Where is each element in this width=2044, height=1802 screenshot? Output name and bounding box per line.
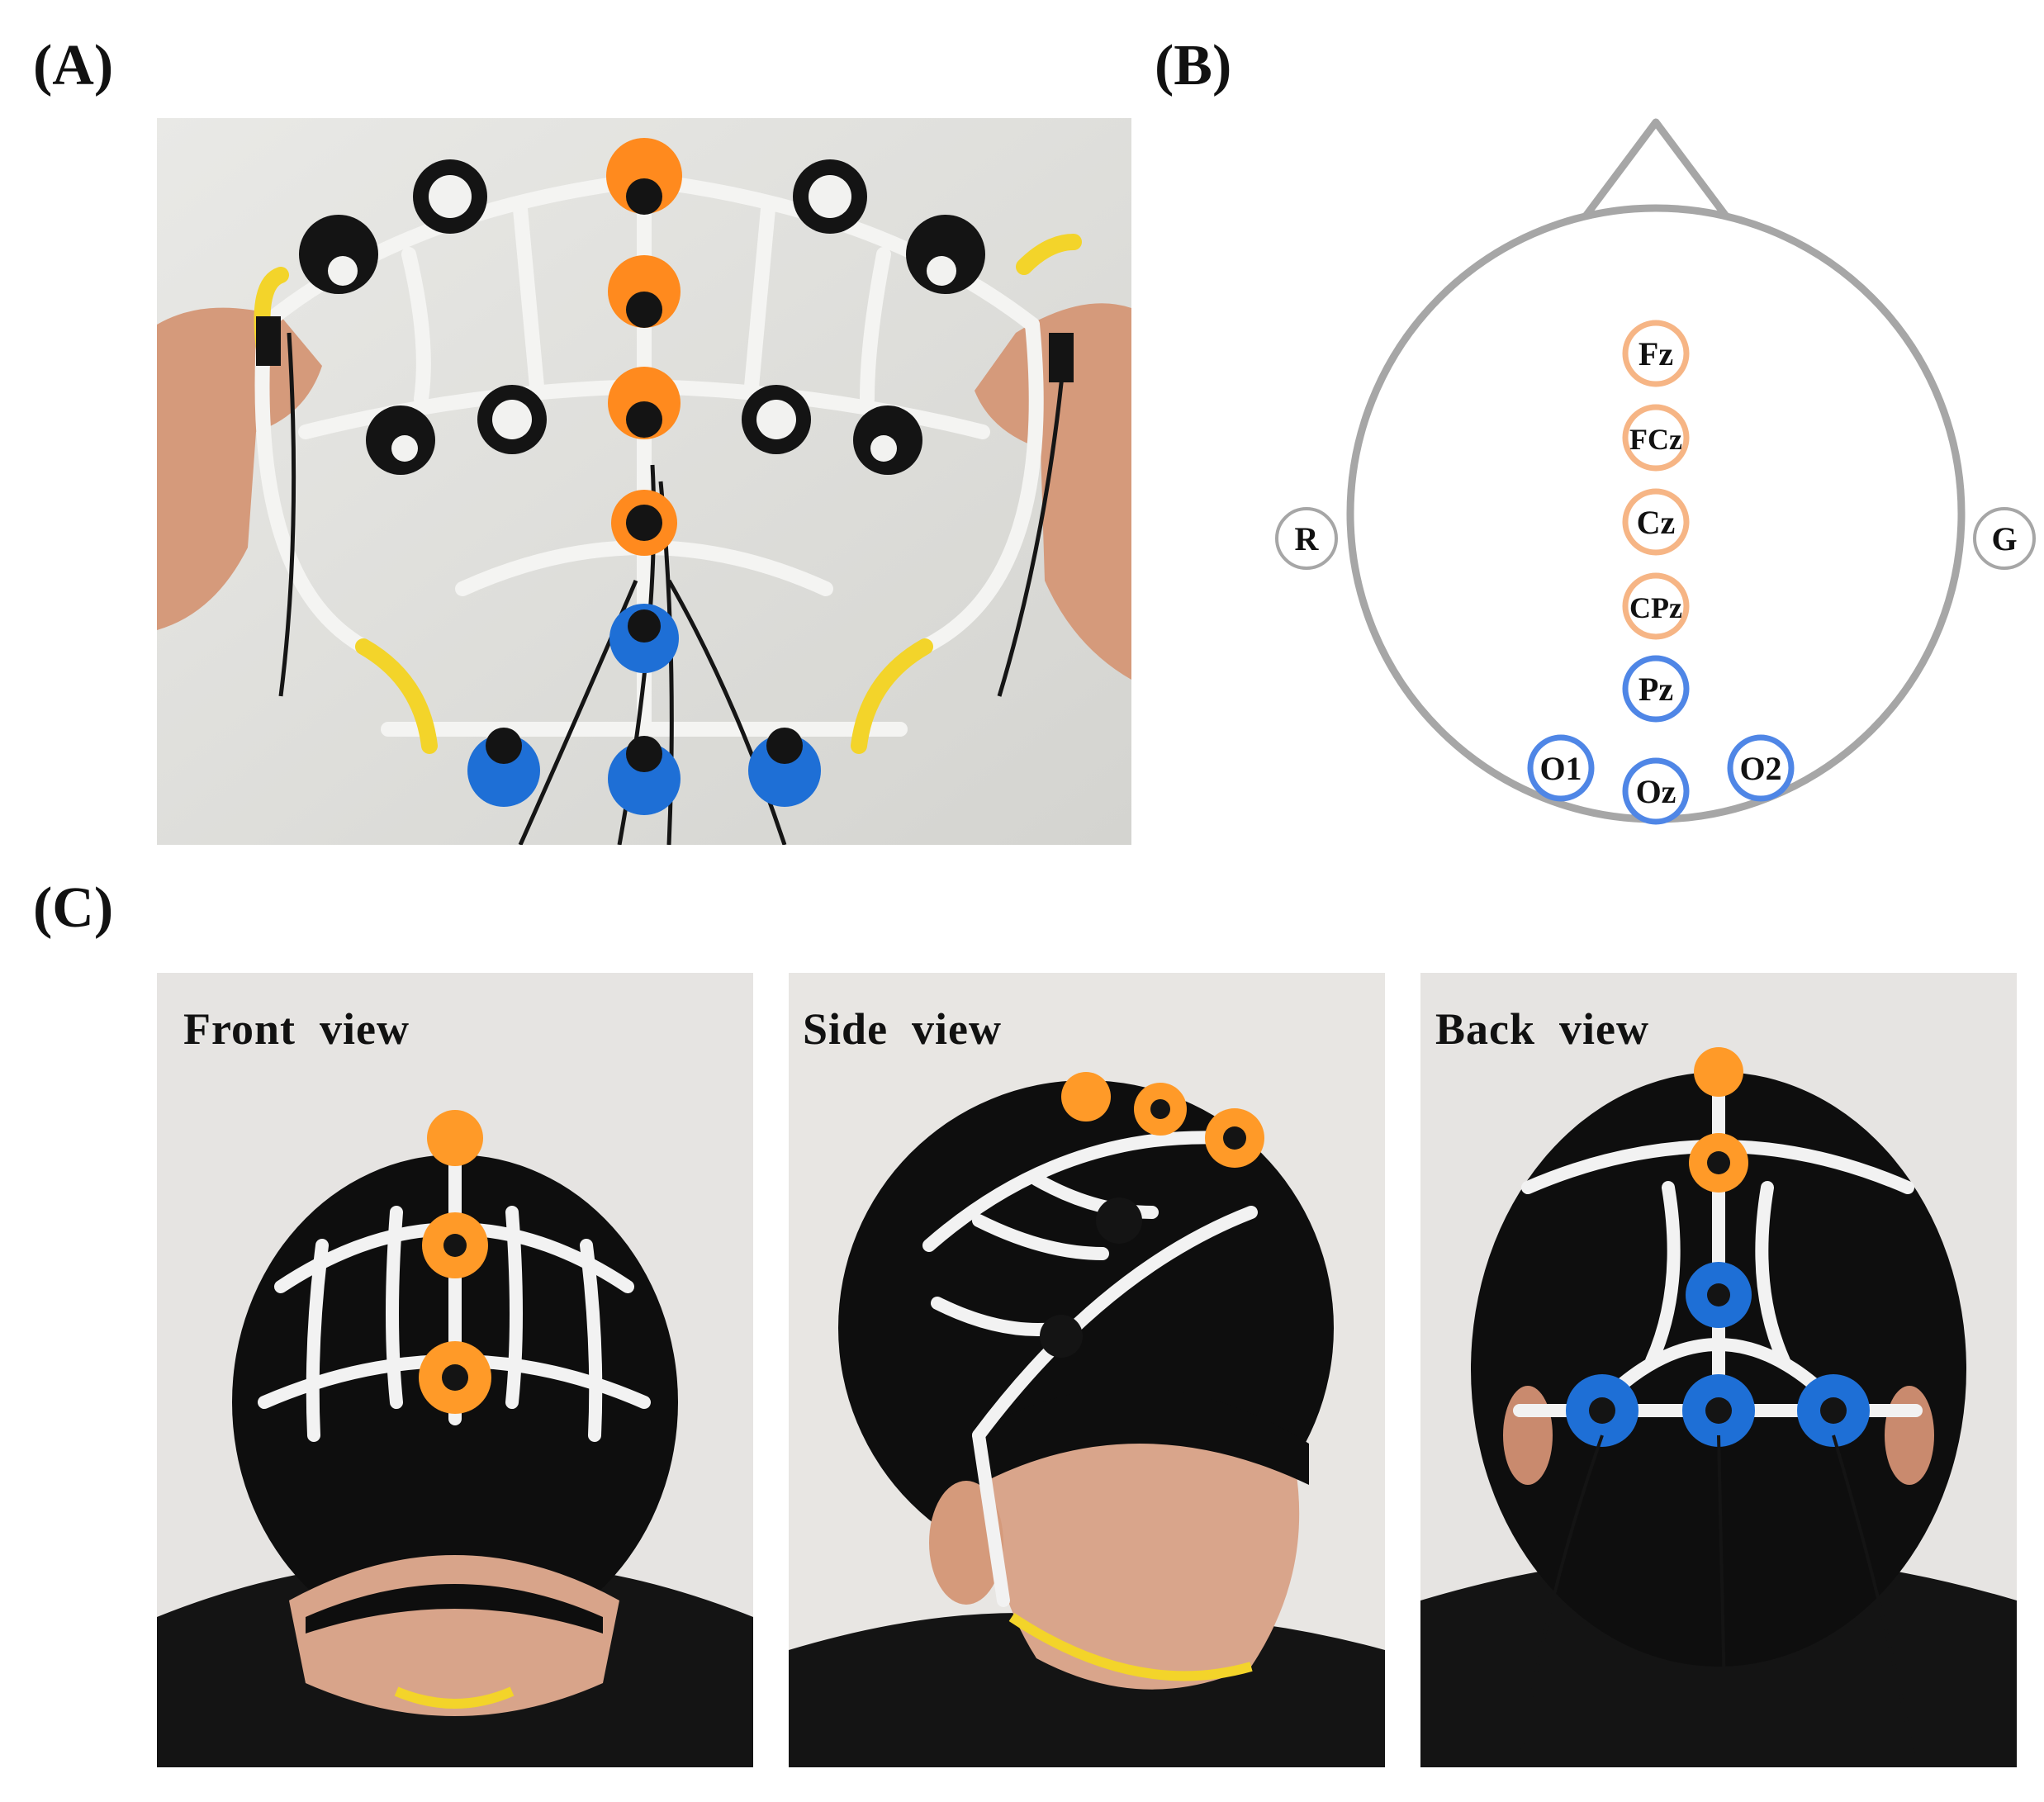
- side-view-photo: [789, 973, 1385, 1767]
- back-view-photo: [1420, 973, 2017, 1767]
- back-view-label: Back view: [1435, 1004, 1649, 1054]
- electrode-ring-fcz: [1622, 404, 1690, 472]
- electrode-ring-o2: [1727, 734, 1795, 802]
- electrode-label-o1: O1: [1539, 750, 1582, 787]
- reference-electrode-label: R: [1295, 520, 1320, 557]
- electrode-label-oz: Oz: [1636, 773, 1676, 810]
- electrode-ring-o1: [1527, 734, 1595, 802]
- electrode-ring-pz: [1622, 655, 1690, 723]
- electrode-label-fcz: FCz: [1629, 423, 1682, 456]
- electrode-ring-fz: [1622, 320, 1690, 387]
- electrode-ring-cpz: [1622, 572, 1690, 640]
- panel-label-a: (A): [33, 34, 114, 97]
- panel-label-c: (C): [33, 876, 114, 940]
- electrode-label-cpz: CPz: [1629, 591, 1682, 624]
- electrode-label-pz: Pz: [1639, 671, 1673, 708]
- panel-label-b: (B): [1155, 34, 1232, 97]
- front-view-photo: [157, 973, 753, 1767]
- electrode-label-o2: O2: [1739, 750, 1781, 787]
- nose-outline: [1574, 118, 1738, 230]
- electrode-label-cz: Cz: [1637, 504, 1676, 541]
- ground-electrode-label: G: [1991, 520, 2017, 557]
- ground-electrode-ring: [1973, 507, 2036, 570]
- electrode-ring-oz: [1622, 757, 1690, 825]
- electrode-ring-cz: [1622, 488, 1690, 556]
- front-view-label: Front view: [183, 1004, 410, 1054]
- electrode-label-fz: Fz: [1639, 335, 1673, 372]
- side-view-label: Side view: [803, 1004, 1003, 1054]
- eeg-cap-frame-photo: [157, 118, 1131, 845]
- reference-electrode-ring: [1275, 507, 1338, 570]
